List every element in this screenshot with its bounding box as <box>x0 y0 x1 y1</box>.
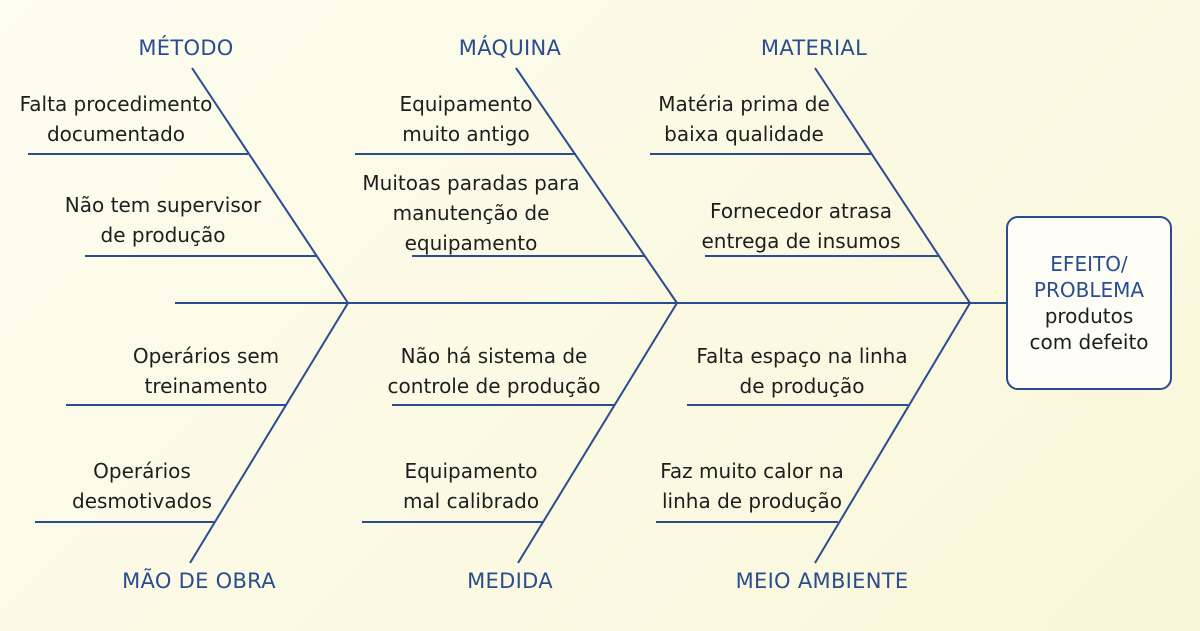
effect-text: produtos com defeito <box>1029 304 1149 354</box>
category-mao-de-obra: MÃO DE OBRA <box>122 569 276 593</box>
bone-mao-de-obra <box>189 302 349 564</box>
bone-medida <box>517 302 678 564</box>
bone-metodo <box>191 67 349 304</box>
cause-text: Fornecedor atrasa entrega de insumos <box>701 199 901 253</box>
category-maquina: MÁQUINA <box>458 36 562 60</box>
cause-text: Matéria prima de baixa qualidade <box>658 92 830 146</box>
effect-box: EFEITO/ PROBLEMA produtos com defeito <box>1006 216 1172 390</box>
bone-maquina <box>515 67 678 304</box>
cause-text: Não tem supervisor de produção <box>64 193 262 247</box>
cause-text: Faz muito calor na linha de produção <box>660 459 844 513</box>
cause-text: Equipamento mal calibrado <box>402 459 540 513</box>
cause-text: Falta espaço na linha de produção <box>696 344 908 398</box>
category-meio-ambiente: MEIO AMBIENTE <box>735 569 909 593</box>
category-medida: MEDIDA <box>467 569 553 593</box>
category-metodo: MÉTODO <box>138 36 234 60</box>
bone-meio-ambiente <box>814 302 971 564</box>
cause-text: Falta procedimento documentado <box>19 92 213 146</box>
cause-text: Equipamento muito antigo <box>399 92 533 146</box>
cause-text: Muitoas paradas para manutenção de equip… <box>362 171 580 255</box>
bone-material <box>814 67 971 304</box>
cause-text: Operários sem treinamento <box>132 344 280 398</box>
cause-text: Não há sistema de controle de produção <box>387 344 601 398</box>
category-material: MATERIAL <box>760 36 868 60</box>
effect-title: EFEITO/ PROBLEMA <box>1033 252 1145 302</box>
cause-text: Operários desmotivados <box>72 459 212 513</box>
